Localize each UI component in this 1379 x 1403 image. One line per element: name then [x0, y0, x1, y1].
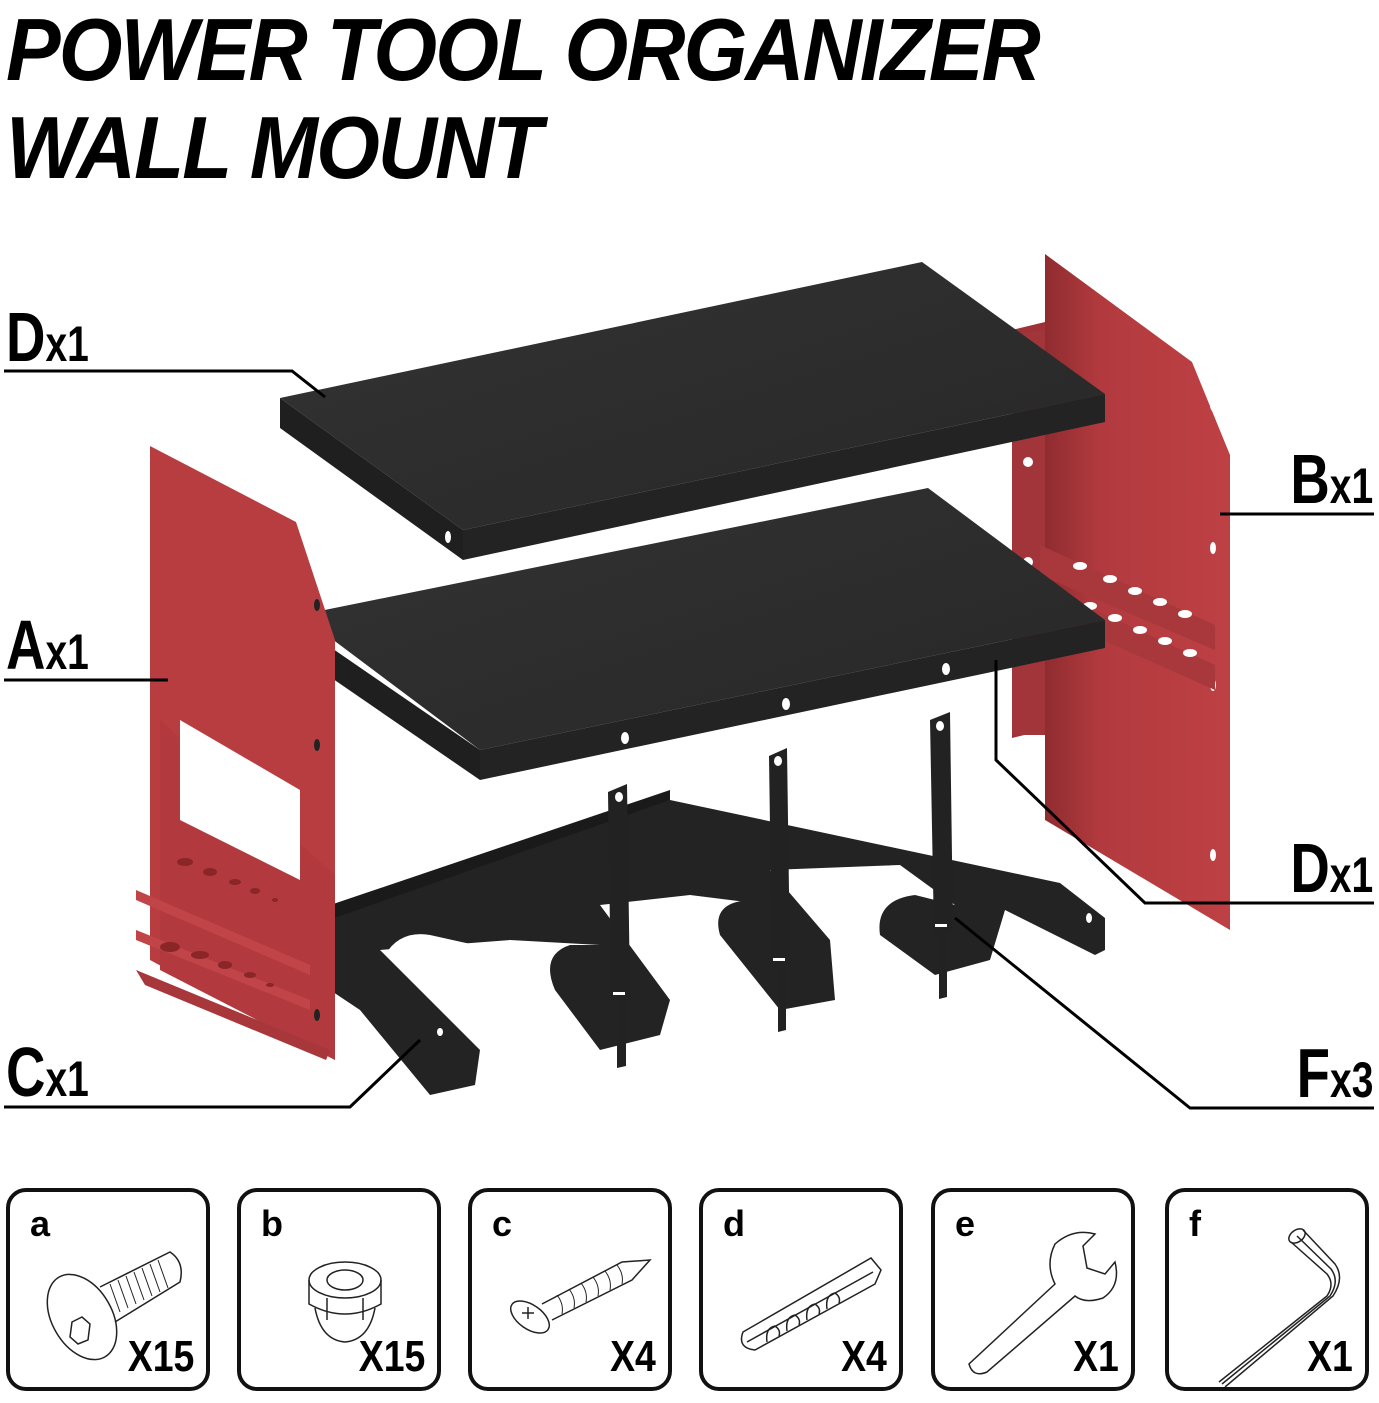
leader-f [954, 916, 1374, 1110]
hardware-letter: d [723, 1203, 745, 1244]
cap-nut-icon [308, 1261, 382, 1343]
hardware-item-c: c X4 [468, 1188, 672, 1391]
hardware-item-b: b X15 [237, 1188, 441, 1391]
wood-screw-icon [509, 1259, 652, 1334]
hardware-item-f: f X1 [1165, 1188, 1369, 1391]
allen-key-icon [1218, 1228, 1341, 1387]
label-part-f: Fx3 [1296, 1034, 1373, 1112]
label-part-c: Cx1 [6, 1033, 89, 1111]
shelf-d-top [280, 262, 1105, 560]
straps-f [608, 712, 953, 1068]
hardware-qty: X15 [358, 1332, 425, 1381]
leader-lines [4, 369, 1374, 1110]
label-part-d-top: Dx1 [6, 298, 89, 376]
exploded-assembly-diagram [4, 254, 1374, 1110]
label-part-d-mid: Dx1 [1290, 829, 1373, 907]
hardware-qty: X4 [841, 1332, 887, 1381]
hardware-letter: b [261, 1203, 283, 1244]
hardware-letter: e [955, 1203, 976, 1244]
panel-a-left [136, 446, 335, 1060]
leader-c [4, 1038, 422, 1109]
shelf-d-middle [300, 488, 1105, 780]
hardware-item-d: d X4 [699, 1188, 903, 1391]
hardware-qty: X15 [127, 1332, 194, 1381]
hardware-item-a: a X15 [6, 1188, 210, 1391]
hardware-qty: X1 [1073, 1332, 1119, 1381]
label-part-a: Ax1 [6, 606, 89, 684]
hardware-letter: c [492, 1203, 513, 1244]
leader-d-top [4, 369, 326, 399]
label-part-b: Bx1 [1290, 440, 1373, 518]
base-plate-c [280, 790, 1105, 1095]
title-line-1: POWER TOOL ORGANIZER [6, 0, 1041, 99]
hardware-letter: a [30, 1203, 51, 1244]
wrench-icon [968, 1231, 1118, 1375]
hex-socket-bolt-icon [46, 1251, 182, 1361]
hardware-item-e: e X1 [931, 1188, 1135, 1391]
title-line-2: WALL MOUNT [6, 98, 542, 197]
hardware-letter: f [1189, 1203, 1201, 1244]
hardware-qty: X4 [610, 1332, 656, 1381]
wall-anchor-icon [740, 1257, 882, 1351]
leader-d-mid [994, 660, 1374, 905]
hardware-qty: X1 [1307, 1332, 1353, 1381]
